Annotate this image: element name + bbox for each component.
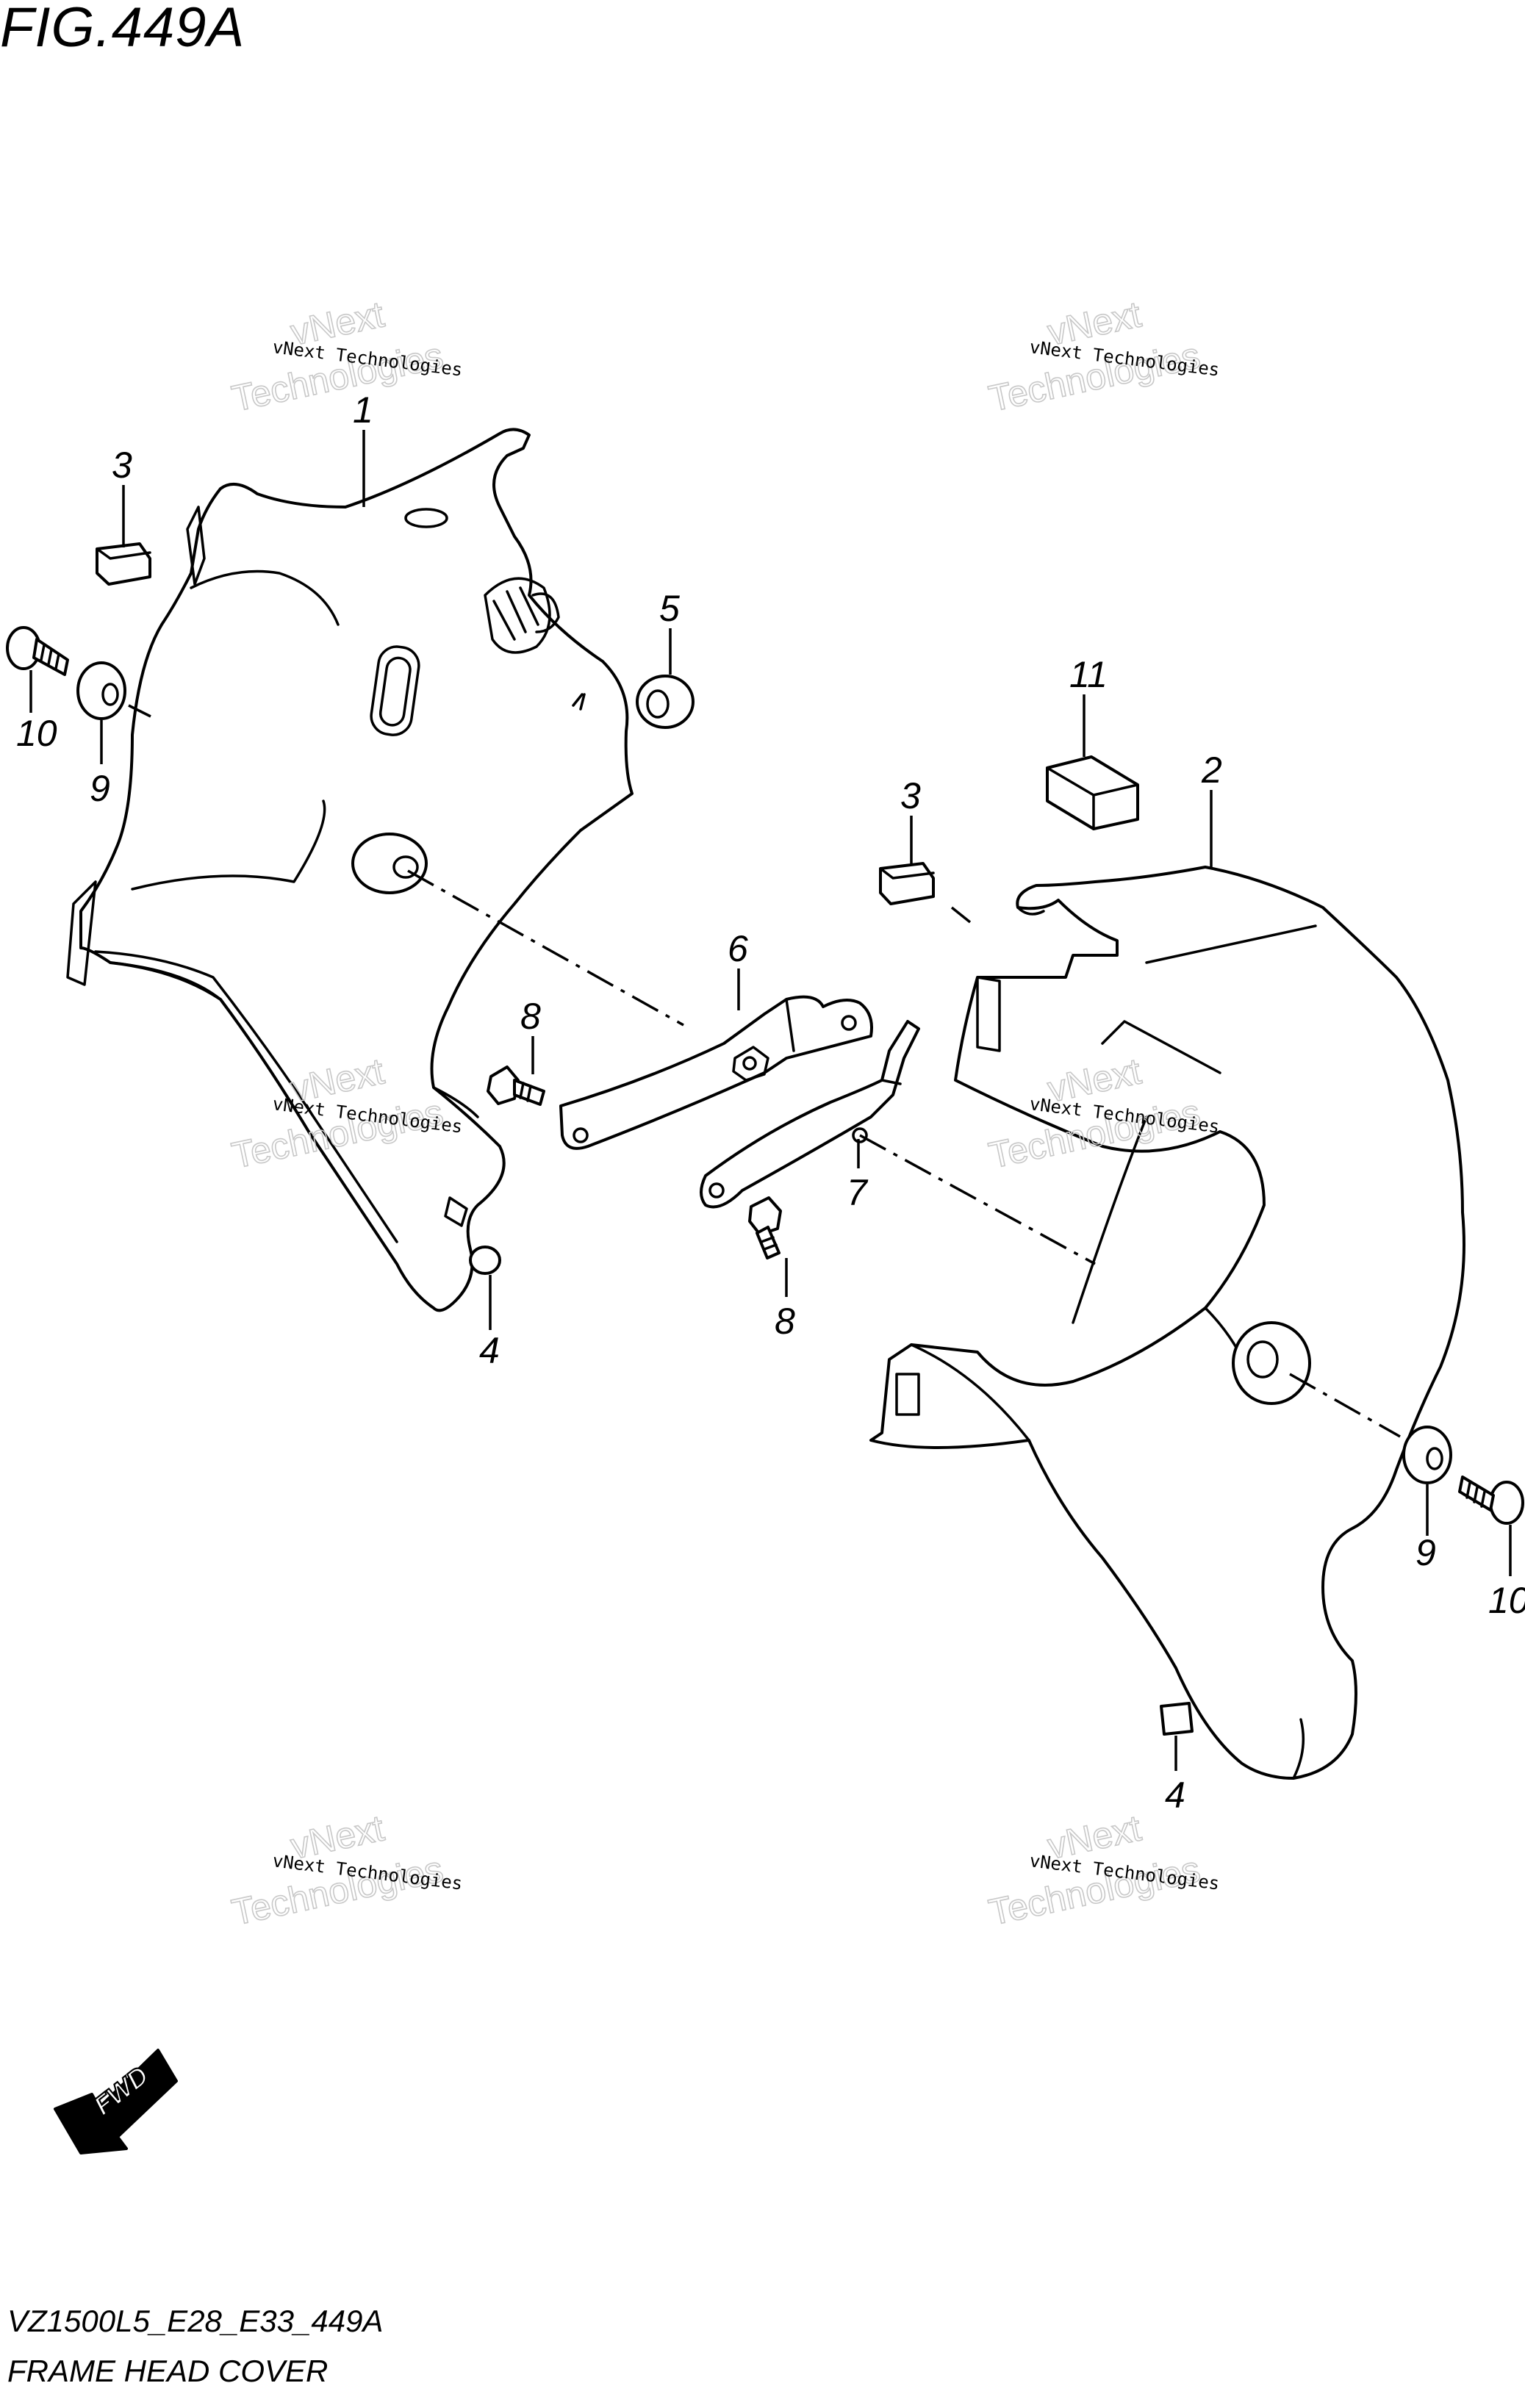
callout-part-9-right: 9 <box>1415 1532 1436 1573</box>
grommet-part-9-left <box>76 661 126 720</box>
callout-part-7: 7 <box>847 1172 869 1213</box>
callout-part-5: 5 <box>659 588 680 629</box>
callout-part-4-right: 4 <box>1165 1775 1185 1816</box>
bolt-part-10-right <box>1458 1476 1524 1525</box>
section-title: FRAME HEAD COVER <box>7 2354 329 2388</box>
callout-part-3-left: 3 <box>112 445 132 486</box>
watermark-bottom-left: vNext Technologies vNext Technologies <box>228 1807 464 1934</box>
fwd-arrow-icon: FWD <box>54 2049 178 2154</box>
bolt-part-8-upper <box>487 1065 545 1106</box>
grommet-part-5 <box>636 675 695 729</box>
bracket-part-6 <box>559 995 873 1150</box>
cushion-part-11 <box>1046 755 1139 830</box>
callout-part-11: 11 <box>1069 654 1108 695</box>
watermark-top-left: vNext Technologies vNext Technologies <box>228 293 464 420</box>
cushion-part-3-right <box>879 862 935 905</box>
callout-part-1: 1 <box>353 389 373 431</box>
cushion-part-3-left <box>96 542 151 586</box>
callout-part-10-right: 10 <box>1488 1580 1525 1621</box>
frame-head-cover-left <box>66 428 634 1312</box>
callout-part-8-lower: 8 <box>775 1301 795 1342</box>
grommet-part-9-right <box>1402 1426 1452 1484</box>
clip-part-4-right <box>1160 1702 1194 1736</box>
callout-part-8-upper: 8 <box>520 996 541 1037</box>
model-code: VZ1500L5_E28_E33_449A <box>7 2304 384 2338</box>
callout-part-6: 6 <box>728 928 748 969</box>
callout-part-2: 2 <box>1201 750 1222 791</box>
clip-part-4-left <box>469 1246 501 1275</box>
callout-part-10-left: 10 <box>16 713 57 754</box>
bolt-part-10-left <box>6 626 69 676</box>
callout-part-4-left: 4 <box>479 1330 500 1371</box>
watermark-bottom-right: vNext Technologies vNext Technologies <box>985 1807 1221 1934</box>
watermark-top-right: vNext Technologies vNext Technologies <box>985 293 1221 420</box>
bracket-part-7 <box>700 1020 920 1209</box>
frame-head-cover-right <box>869 866 1465 1780</box>
figure-title: FIG.449A <box>0 0 245 59</box>
bolt-part-8-lower <box>748 1196 782 1259</box>
callout-part-9-left: 9 <box>90 768 110 809</box>
callout-part-3-right: 3 <box>900 775 921 816</box>
